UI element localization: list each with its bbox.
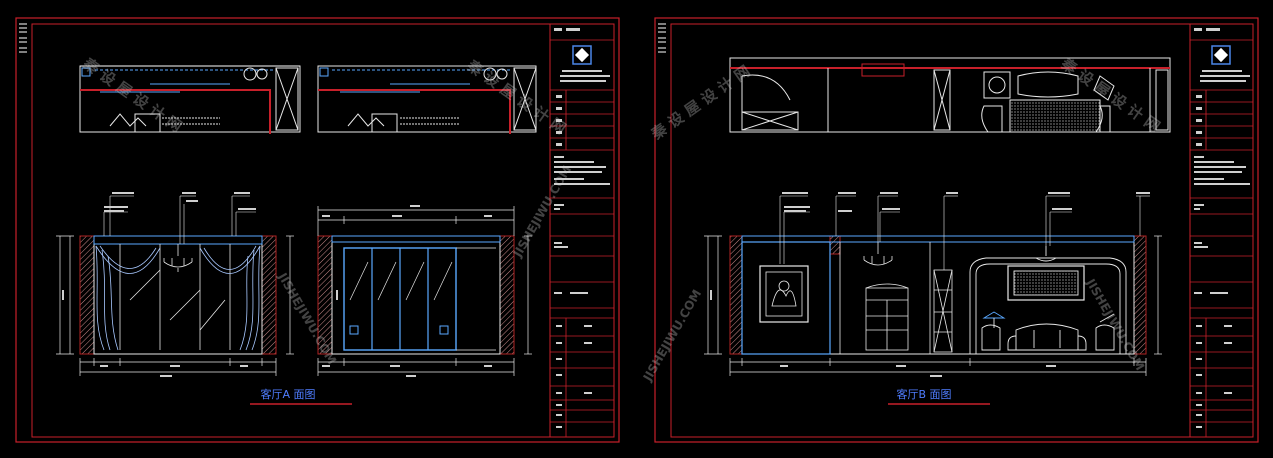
- watermark-url: JISHEJIWU.COM: [640, 287, 704, 384]
- sheet-b-border: [654, 17, 1259, 443]
- feature-wall: [969, 246, 1127, 354]
- sheet-b-margin-ticks: [658, 23, 666, 53]
- sheet-b-drawing-title: 客厅B 面图: [896, 387, 951, 401]
- sheet-a-plan-right: [317, 65, 537, 134]
- sofa-icon: [1007, 323, 1087, 351]
- sheet-a-margin-ticks: [19, 23, 27, 53]
- sheet-b-title-block: [1189, 23, 1254, 438]
- framed-painting-icon: [759, 265, 809, 323]
- sheet-b-plan: [729, 57, 1171, 133]
- sheet-a-border: [15, 17, 620, 443]
- chandelier-icon: [863, 242, 893, 266]
- chandelier-icon: [163, 244, 193, 272]
- sheet-a-elevation-curtain: [56, 192, 294, 377]
- company-logo-icon: [1211, 45, 1231, 65]
- tall-shelf: [933, 269, 953, 353]
- sheet-b-elevation: [704, 192, 1162, 377]
- company-logo-icon: [572, 45, 592, 65]
- armchair-right-icon: [1095, 313, 1115, 351]
- watermark-layer: 秦 设 屋 设 计 网 秦 设 屋 设 计 网 秦 设 屋 设 计 网 秦 设 …: [79, 54, 1163, 384]
- display-cabinet: [865, 283, 909, 351]
- sheet-a: 客厅A 面图: [15, 17, 620, 443]
- sheet-a-plan-left: [79, 65, 301, 134]
- armchair-left-icon: [981, 311, 1006, 351]
- sheet-a-title-block: [549, 23, 615, 438]
- sheet-b: 客厅B 面图: [654, 17, 1259, 443]
- sheet-a-drawing-title: 客厅A 面图: [260, 387, 315, 401]
- sheet-b-inner-border: [670, 23, 1254, 438]
- sheet-a-elevation-doors: [317, 205, 532, 377]
- watermark-url: JISHEJIWU.COM: [510, 163, 574, 260]
